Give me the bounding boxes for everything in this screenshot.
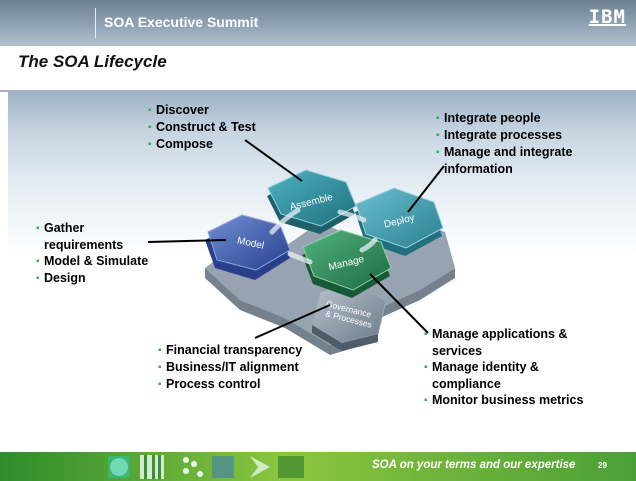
page-number: 29 [598,461,607,470]
governance-bullets: ▪ Financial transparency ▪ Business/IT ali… [158,342,302,393]
governance-bullet-3: ▪ Process control [158,376,302,393]
assemble-bullet-3-text: Compose [156,137,213,151]
leader-line-model [147,239,227,243]
assemble-bullet-1-text: Discover [156,103,209,117]
footer-bar [0,452,636,481]
assemble-bullets: ▪ Discover ▪ Construct & Test ▪ Compose [148,102,256,153]
manage-bullets: ▪ Manage applications & services ▪ Manage … [424,326,583,409]
leader-line-deploy [407,165,445,213]
header-bar: SOA Executive Summit IBM [0,0,636,46]
deploy-bullet-2-text: Integrate processes [444,128,563,142]
bullet-icon: ▪ [436,147,440,158]
bullet-icon: ▪ [436,130,440,141]
manage-bullet-2: ▪ Manage identity & [424,359,583,376]
flow-arrows [269,207,378,265]
model-bullet-1-cont-text: requirements [44,238,124,252]
footer-dot-2 [191,461,197,467]
bullet-icon: ▪ [424,395,428,406]
bullet-icon: ▪ [158,379,162,390]
footer-stripe-2 [152,455,155,479]
footer-chevron [250,456,270,478]
governance-bullet-2: ▪ Business/IT alignment [158,359,302,376]
deploy-bullets: ▪ Integrate people ▪ Integrate processes ▪… [436,110,573,177]
deploy-bullet-3-cont: information [436,161,573,177]
bullet-icon: ▪ [436,113,440,124]
deploy-bullet-2: ▪ Integrate processes [436,127,573,144]
model-bullet-1-text: Gather [44,221,85,235]
manage-bullet-2-text: Manage identity & [432,360,539,374]
model-bullet-1: ▪ Gather [36,220,148,237]
assemble-hex: Assemble [267,169,357,234]
footer-decoration [108,455,304,479]
model-bullet-3: ▪ Design [36,270,148,287]
manage-bullet-3-text: Monitor business metrics [432,393,584,407]
manage-bullet-1-text: Manage applications & [432,327,568,341]
left-margin [0,92,8,452]
summit-title: SOA Executive Summit [95,8,270,38]
bullet-icon: ▪ [158,362,162,373]
manage-bullet-3: ▪ Monitor business metrics [424,392,583,409]
bullet-icon: ▪ [158,345,162,356]
footer-stripe-3 [158,455,161,479]
footer-circle-1 [110,458,128,476]
model-bullet-1-cont: requirements [36,237,148,253]
manage-bullet-1: ▪ Manage applications & [424,326,583,343]
footer-tile-4 [278,456,304,478]
deploy-bullet-1-text: Integrate people [444,111,541,125]
flow-arrow-assemble-to-deploy [337,209,367,223]
bullet-icon: ▪ [148,139,152,150]
manage-bullet-1-cont-text: services [432,344,483,358]
deploy-bullet-1: ▪ Integrate people [436,110,573,127]
ibm-logo: IBM [588,6,626,28]
assemble-bullet-3: ▪ Compose [148,136,256,153]
flow-arrow-model-to-assemble [269,207,301,235]
footer-dot-3 [183,468,189,474]
manage-bullet-2-cont-text: compliance [432,377,501,391]
model-hex: Model [205,214,291,280]
deploy-bullet-3: ▪ Manage and integrate [436,144,573,161]
leader-line-manage [369,273,429,334]
leader-line-governance [254,304,331,339]
governance-bullet-1-text: Financial transparency [166,343,303,357]
bullet-icon: ▪ [36,256,40,267]
manage-bullet-1-cont: services [424,343,583,359]
bullet-icon: ▪ [36,273,40,284]
deploy-bullet-3-cont-text: information [444,162,513,176]
governance-bullet-3-text: Process control [166,377,261,391]
assemble-bullet-1: ▪ Discover [148,102,256,119]
model-bullet-2: ▪ Model & Simulate [36,253,148,270]
footer-tile-3 [212,456,234,478]
bullet-icon: ▪ [36,223,40,234]
bullet-icon: ▪ [424,362,428,373]
bullet-icon: ▪ [148,122,152,133]
bullet-icon: ▪ [148,105,152,116]
leader-line-assemble [244,139,303,182]
assemble-bullet-2-text: Construct & Test [156,120,256,134]
flow-arrow-manage-to-model [287,251,313,265]
bullet-icon: ▪ [424,329,428,340]
footer-dot-4 [197,471,203,477]
governance-bullet-1: ▪ Financial transparency [158,342,302,359]
slide-title: The SOA Lifecycle [18,52,167,71]
governance-bullet-2-text: Business/IT alignment [166,360,299,374]
model-bullet-3-text: Design [44,271,86,285]
governance-hex: Governance & Processes [311,282,387,351]
flow-arrow-deploy-to-manage [359,237,378,253]
footer-dot-1 [183,457,189,463]
lifecycle-diagram: Governance & Processes Model Assemble De… [147,139,455,355]
model-bullets: ▪ Gather requirements ▪ Model & Simulate ▪… [36,220,148,287]
footer-stripe-1 [144,455,147,479]
model-bullet-2-text: Model & Simulate [44,254,149,268]
assemble-bullet-2: ▪ Construct & Test [148,119,256,136]
leader-lines [147,139,445,339]
footer-tagline: SOA on your terms and our expertise [372,459,576,471]
deploy-bullet-3-text: Manage and integrate [444,145,573,159]
manage-bullet-2-cont: compliance [424,376,583,392]
